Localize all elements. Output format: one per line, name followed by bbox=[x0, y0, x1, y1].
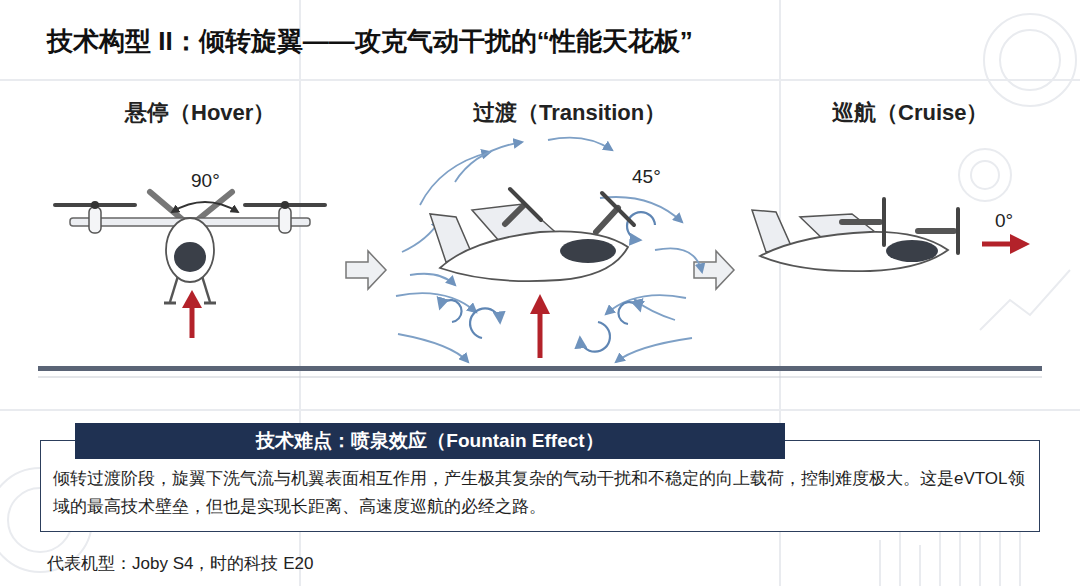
vortex-arrows bbox=[440, 212, 655, 352]
airflow-lines bbox=[396, 138, 702, 362]
cruise-aircraft bbox=[752, 199, 1030, 271]
separator-rule bbox=[38, 366, 1042, 371]
angle-label: 90° bbox=[189, 170, 222, 192]
phase-label: 过渡（Transition） bbox=[473, 98, 666, 128]
transition-aircraft bbox=[430, 189, 634, 358]
separator-rule bbox=[38, 377, 1042, 378]
phase-label: 巡航（Cruise） bbox=[832, 98, 988, 128]
page-title: 技术构型 II：倾转旋翼——攻克气动干扰的“性能天花板” bbox=[47, 24, 693, 59]
phase-label: 悬停（Hover） bbox=[125, 98, 275, 128]
hover-aircraft bbox=[55, 192, 325, 338]
step-arrow bbox=[346, 251, 386, 289]
angle-label: 45° bbox=[630, 166, 663, 188]
step-arrow bbox=[694, 251, 734, 289]
panel-body: 倾转过渡阶段，旋翼下洗气流与机翼表面相互作用，产生极其复杂的气动干扰和不稳定的向… bbox=[53, 465, 1027, 521]
text-panel: 技术难点：喷泉效应（Fountain Effect）倾转过渡阶段，旋翼下洗气流与… bbox=[40, 440, 1040, 532]
panel-heading: 技术难点：喷泉效应（Fountain Effect） bbox=[75, 423, 785, 459]
angle-label: 0° bbox=[993, 210, 1015, 232]
note-text: 代表机型：Joby S4，时的科技 E20 bbox=[47, 552, 313, 575]
